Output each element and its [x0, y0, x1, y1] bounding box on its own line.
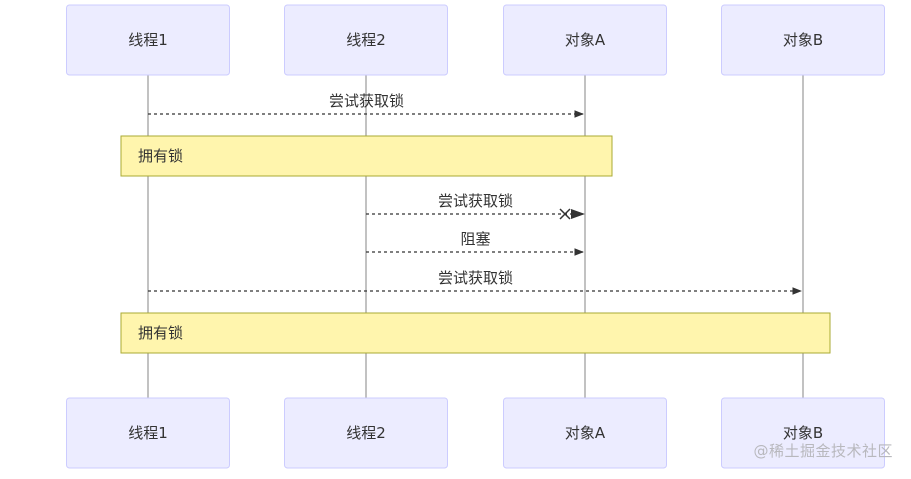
message-label: 尝试获取锁 — [329, 92, 404, 110]
note-1: 拥有锁 — [120, 135, 613, 177]
actor-box — [284, 397, 448, 469]
actor-label: 对象A — [565, 424, 606, 442]
actor-b-top: 对象B — [721, 4, 885, 76]
actor-label: 线程2 — [346, 424, 386, 442]
message-label: 阻塞 — [460, 230, 490, 248]
watermark-text: @稀土掘金技术社区 — [753, 442, 893, 460]
message-3: 阻塞 — [366, 230, 584, 256]
message-2: 尝试获取锁 — [366, 192, 585, 220]
actor-label: 对象B — [783, 31, 823, 49]
actor-box — [66, 4, 230, 76]
cross-icon — [559, 208, 571, 220]
actor-t2-top: 线程2 — [284, 4, 448, 76]
actor-label: 线程1 — [128, 31, 168, 49]
actor-label: 对象B — [783, 424, 823, 442]
actor-box — [503, 397, 667, 469]
note-label: 拥有锁 — [138, 147, 183, 165]
note-box — [120, 312, 831, 354]
actor-label: 线程2 — [346, 31, 386, 49]
actor-box — [721, 4, 885, 76]
note-box — [120, 135, 613, 177]
message-label: 尝试获取锁 — [438, 192, 513, 210]
message-1: 尝试获取锁 — [148, 92, 584, 118]
arrowhead-icon — [571, 209, 585, 219]
actor-box — [66, 397, 230, 469]
actor-a-bottom: 对象A — [503, 397, 667, 469]
message-label: 尝试获取锁 — [438, 269, 513, 287]
actor-label: 线程1 — [128, 424, 168, 442]
message-4: 尝试获取锁 — [148, 269, 802, 295]
actor-a-top: 对象A — [503, 4, 667, 76]
actor-box — [503, 4, 667, 76]
note-label: 拥有锁 — [138, 324, 183, 342]
actor-label: 对象A — [565, 31, 606, 49]
actor-box — [284, 4, 448, 76]
actor-t1-bottom: 线程1 — [66, 397, 230, 469]
actor-t1-top: 线程1 — [66, 4, 230, 76]
actor-b-bottom: 对象B — [721, 397, 885, 469]
actor-t2-bottom: 线程2 — [284, 397, 448, 469]
note-2: 拥有锁 — [120, 312, 831, 354]
actor-box — [721, 397, 885, 469]
